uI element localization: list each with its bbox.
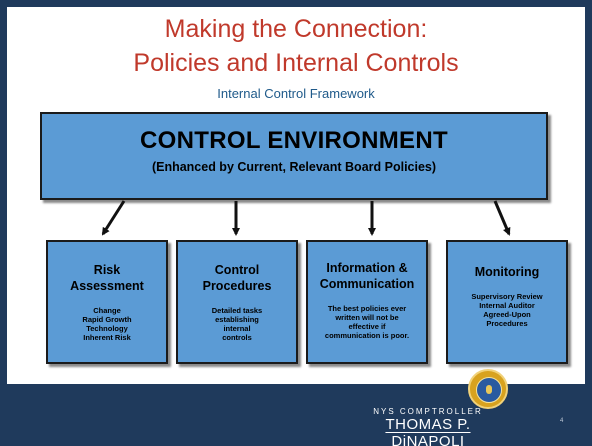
component-body-line: Rapid Growth bbox=[82, 315, 132, 324]
component-body-line: written will not be bbox=[335, 313, 399, 322]
component-body: Detailed tasks establishing internal con… bbox=[178, 306, 296, 342]
component-control-procedures: Control Procedures Detailed tasks establ… bbox=[176, 240, 298, 364]
control-environment-title: CONTROL ENVIRONMENT bbox=[140, 127, 448, 154]
component-body-line: communication is poor. bbox=[324, 331, 410, 340]
component-title-line: Information & bbox=[326, 261, 408, 275]
component-title: Risk Assessment bbox=[48, 262, 166, 294]
component-body-line: effective if bbox=[348, 322, 386, 331]
component-body: The best policies ever written will not … bbox=[308, 304, 426, 340]
component-title-line: Monitoring bbox=[474, 265, 540, 279]
component-body-line: establishing bbox=[215, 315, 259, 324]
component-body-line: Change bbox=[93, 306, 121, 315]
component-title-line: Control bbox=[214, 263, 260, 277]
component-body-line: Detailed tasks bbox=[211, 306, 263, 315]
component-body-line: Supervisory Review bbox=[471, 292, 543, 301]
component-title: Control Procedures bbox=[178, 262, 296, 294]
component-body: Change Rapid Growth Technology Inherent … bbox=[48, 306, 166, 342]
frame-left bbox=[0, 0, 7, 446]
nys-seal-icon bbox=[468, 369, 508, 409]
component-body-line: Internal Auditor bbox=[479, 301, 535, 310]
title-line-2: Policies and Internal Controls bbox=[133, 49, 459, 77]
slide-subtitle: Internal Control Framework bbox=[217, 86, 375, 101]
page-number: 4 bbox=[560, 418, 564, 424]
component-body-line: Agreed-Upon bbox=[483, 310, 531, 319]
component-body-line: The best policies ever bbox=[327, 304, 407, 313]
control-environment-box: CONTROL ENVIRONMENT (Enhanced by Current… bbox=[40, 112, 548, 200]
component-body: Supervisory Review Internal Auditor Agre… bbox=[448, 292, 566, 328]
seal-figure bbox=[486, 385, 492, 394]
component-title: Information & Communication bbox=[308, 260, 426, 292]
component-body-line: internal bbox=[223, 324, 251, 333]
arrow-to-monitoring bbox=[493, 200, 511, 236]
component-title-line: Assessment bbox=[70, 279, 144, 293]
title-line-1: Making the Connection: bbox=[164, 15, 428, 43]
component-title-line: Procedures bbox=[202, 279, 272, 293]
slide-title: Making the Connection: Policies and Inte… bbox=[7, 12, 585, 80]
frame-top bbox=[0, 0, 592, 7]
component-risk-assessment: Risk Assessment Change Rapid Growth Tech… bbox=[46, 240, 168, 364]
component-body-line: Procedures bbox=[486, 319, 528, 328]
brand-name: THOMAS P. DiNAPOLI bbox=[385, 416, 471, 446]
component-title-line: Communication bbox=[319, 277, 415, 291]
control-environment-subtitle: (Enhanced by Current, Relevant Board Pol… bbox=[151, 160, 437, 174]
frame-right bbox=[585, 0, 592, 446]
component-body-line: Technology bbox=[86, 324, 128, 333]
component-information-communication: Information & Communication The best pol… bbox=[306, 240, 428, 364]
arrow-to-risk-assessment bbox=[101, 200, 126, 236]
component-body-line: Inherent Risk bbox=[83, 333, 131, 342]
component-body-line: controls bbox=[222, 333, 252, 342]
component-monitoring: Monitoring Supervisory Review Internal A… bbox=[446, 240, 568, 364]
seal-center bbox=[476, 377, 502, 403]
component-title: Monitoring bbox=[448, 264, 566, 280]
brand-office: NYS COMPTROLLER bbox=[373, 407, 483, 416]
component-title-line: Risk bbox=[93, 263, 121, 277]
